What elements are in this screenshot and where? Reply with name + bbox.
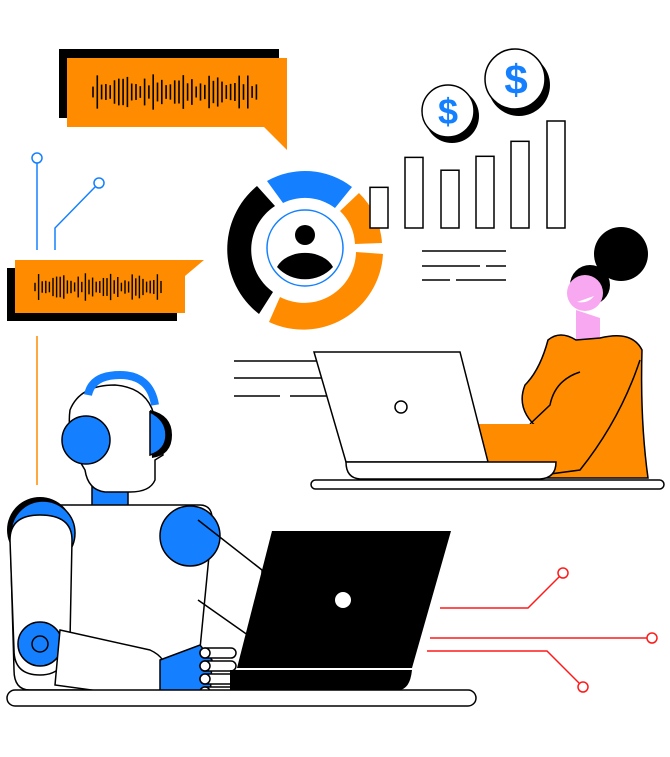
desk-right: [310, 479, 665, 490]
speech-bubble-left: [7, 260, 204, 321]
bar: [546, 120, 566, 229]
dollar-sign-icon: $: [438, 91, 458, 132]
coin-small: $: [421, 84, 479, 143]
waveform-icon: [34, 273, 162, 301]
dollar-sign-icon: $: [504, 56, 527, 103]
desk-left: [6, 689, 477, 707]
text-lines-right: [422, 250, 506, 281]
donut-chart-icon: [227, 170, 383, 330]
coin-large: $: [484, 48, 550, 116]
bar-chart-icon: [369, 120, 566, 229]
robot-figure: [7, 370, 263, 701]
circuit-lines-red: [427, 567, 658, 693]
bar: [440, 169, 460, 229]
bar: [510, 140, 530, 229]
waveform-icon: [92, 74, 258, 110]
laptop-white: [313, 351, 557, 480]
bar: [475, 155, 495, 229]
laptop-black: [230, 531, 451, 690]
bar: [404, 156, 424, 229]
bar: [369, 186, 389, 229]
circuit-lines-blue: [31, 152, 105, 250]
user-avatar-icon: [277, 225, 333, 280]
speech-bubble-top: [59, 49, 287, 150]
woman-figure: [478, 227, 649, 479]
